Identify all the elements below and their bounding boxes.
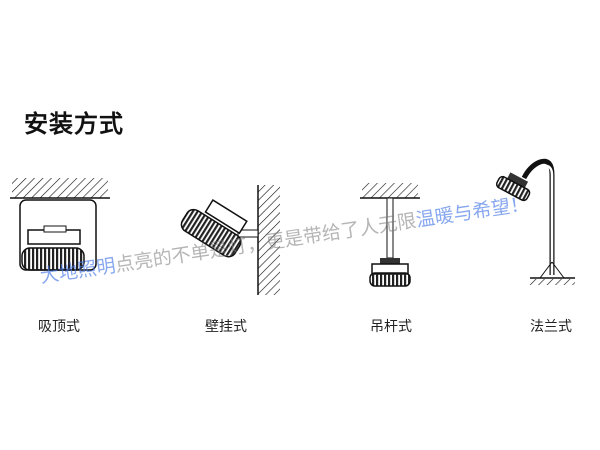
label-ceiling-mount: 吸顶式: [38, 319, 80, 335]
pendant-mount-diagram: [360, 183, 420, 287]
label-flange-mount: 法兰式: [530, 319, 572, 335]
ceiling-mount-diagram: [10, 178, 110, 271]
wall-mount-diagram: [180, 185, 280, 295]
flange-mount-diagram: [495, 158, 575, 285]
section-title: 安装方式: [24, 110, 124, 138]
label-wall-mount: 壁挂式: [205, 319, 247, 335]
label-pendant-mount: 吊杆式: [370, 319, 412, 335]
